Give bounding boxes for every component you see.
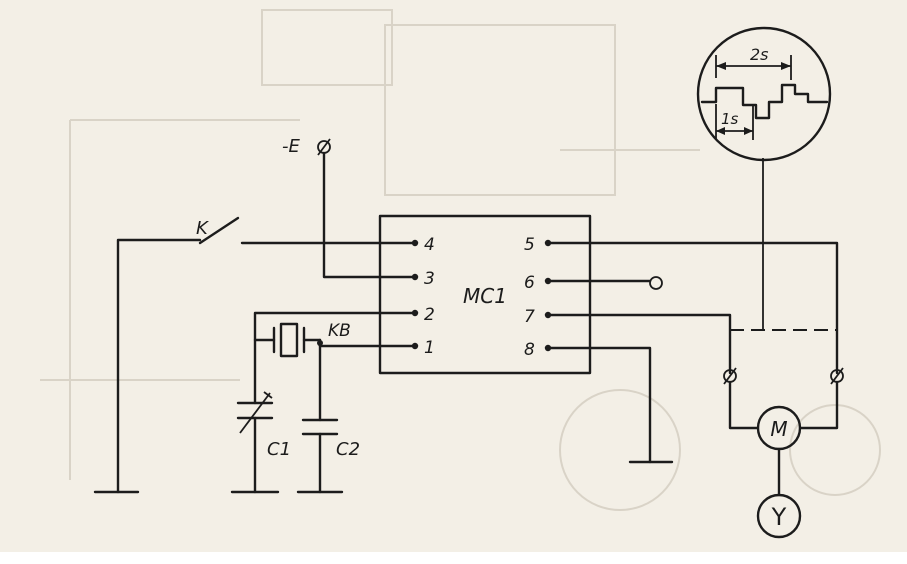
pin-8: 8 <box>524 340 552 360</box>
crystal-kb <box>253 322 322 358</box>
pin-7: 7 <box>524 307 552 327</box>
crystal-label: KB <box>328 321 351 341</box>
pin-2: 2 <box>411 305 435 325</box>
switch-k <box>198 216 240 245</box>
chip-label: MC1 <box>463 284 507 308</box>
pin-3: 3 <box>411 269 435 289</box>
c1-label: C1 <box>267 439 291 460</box>
wire-pin5-to-motor <box>548 241 839 375</box>
waveform <box>700 83 829 120</box>
capacitor-c1 <box>236 391 274 494</box>
junction-dot <box>317 340 323 346</box>
chip-mc1 <box>378 214 592 375</box>
switch-label: K <box>196 218 209 239</box>
pin-1: 1 <box>411 338 435 358</box>
wire-pin7-to-motor <box>548 313 732 375</box>
wire-pin2-to-c1 <box>253 311 415 405</box>
pin-5: 5 <box>524 235 552 255</box>
pin-5-label: 5 <box>524 235 535 255</box>
wire-switch-to-ground <box>116 238 202 494</box>
pin-8-label: 8 <box>524 340 535 360</box>
motor-label: M <box>770 417 787 441</box>
load-y: Y <box>756 493 802 539</box>
pin-6-label: 6 <box>524 273 535 293</box>
capacitor-c2 <box>301 418 339 494</box>
wire-supply-to-pin3 <box>322 151 415 279</box>
pin6-terminal <box>649 276 663 290</box>
pin-6: 6 <box>524 273 552 293</box>
pin-4-label: 4 <box>424 235 435 255</box>
wire-pin8-to-ground <box>548 346 652 464</box>
motor-m: M <box>756 405 802 451</box>
wire-left-to-motor <box>728 380 760 430</box>
supply-label: -E <box>282 136 300 157</box>
pin-3-label: 3 <box>424 269 435 289</box>
timing-inset: 2s 1s <box>696 26 832 162</box>
pin-2-label: 2 <box>424 305 435 325</box>
wire-right-to-motor <box>798 380 839 430</box>
pin-1-label: 1 <box>424 338 435 358</box>
page-margin <box>0 552 907 564</box>
c2-label: C2 <box>336 439 360 460</box>
background-showthrough <box>40 9 881 511</box>
pin-4: 4 <box>411 235 435 255</box>
load-label: Y <box>771 503 787 531</box>
period-label: 2s <box>750 45 769 64</box>
pin-7-label: 7 <box>524 307 535 327</box>
pulse-label: 1s <box>721 110 739 128</box>
